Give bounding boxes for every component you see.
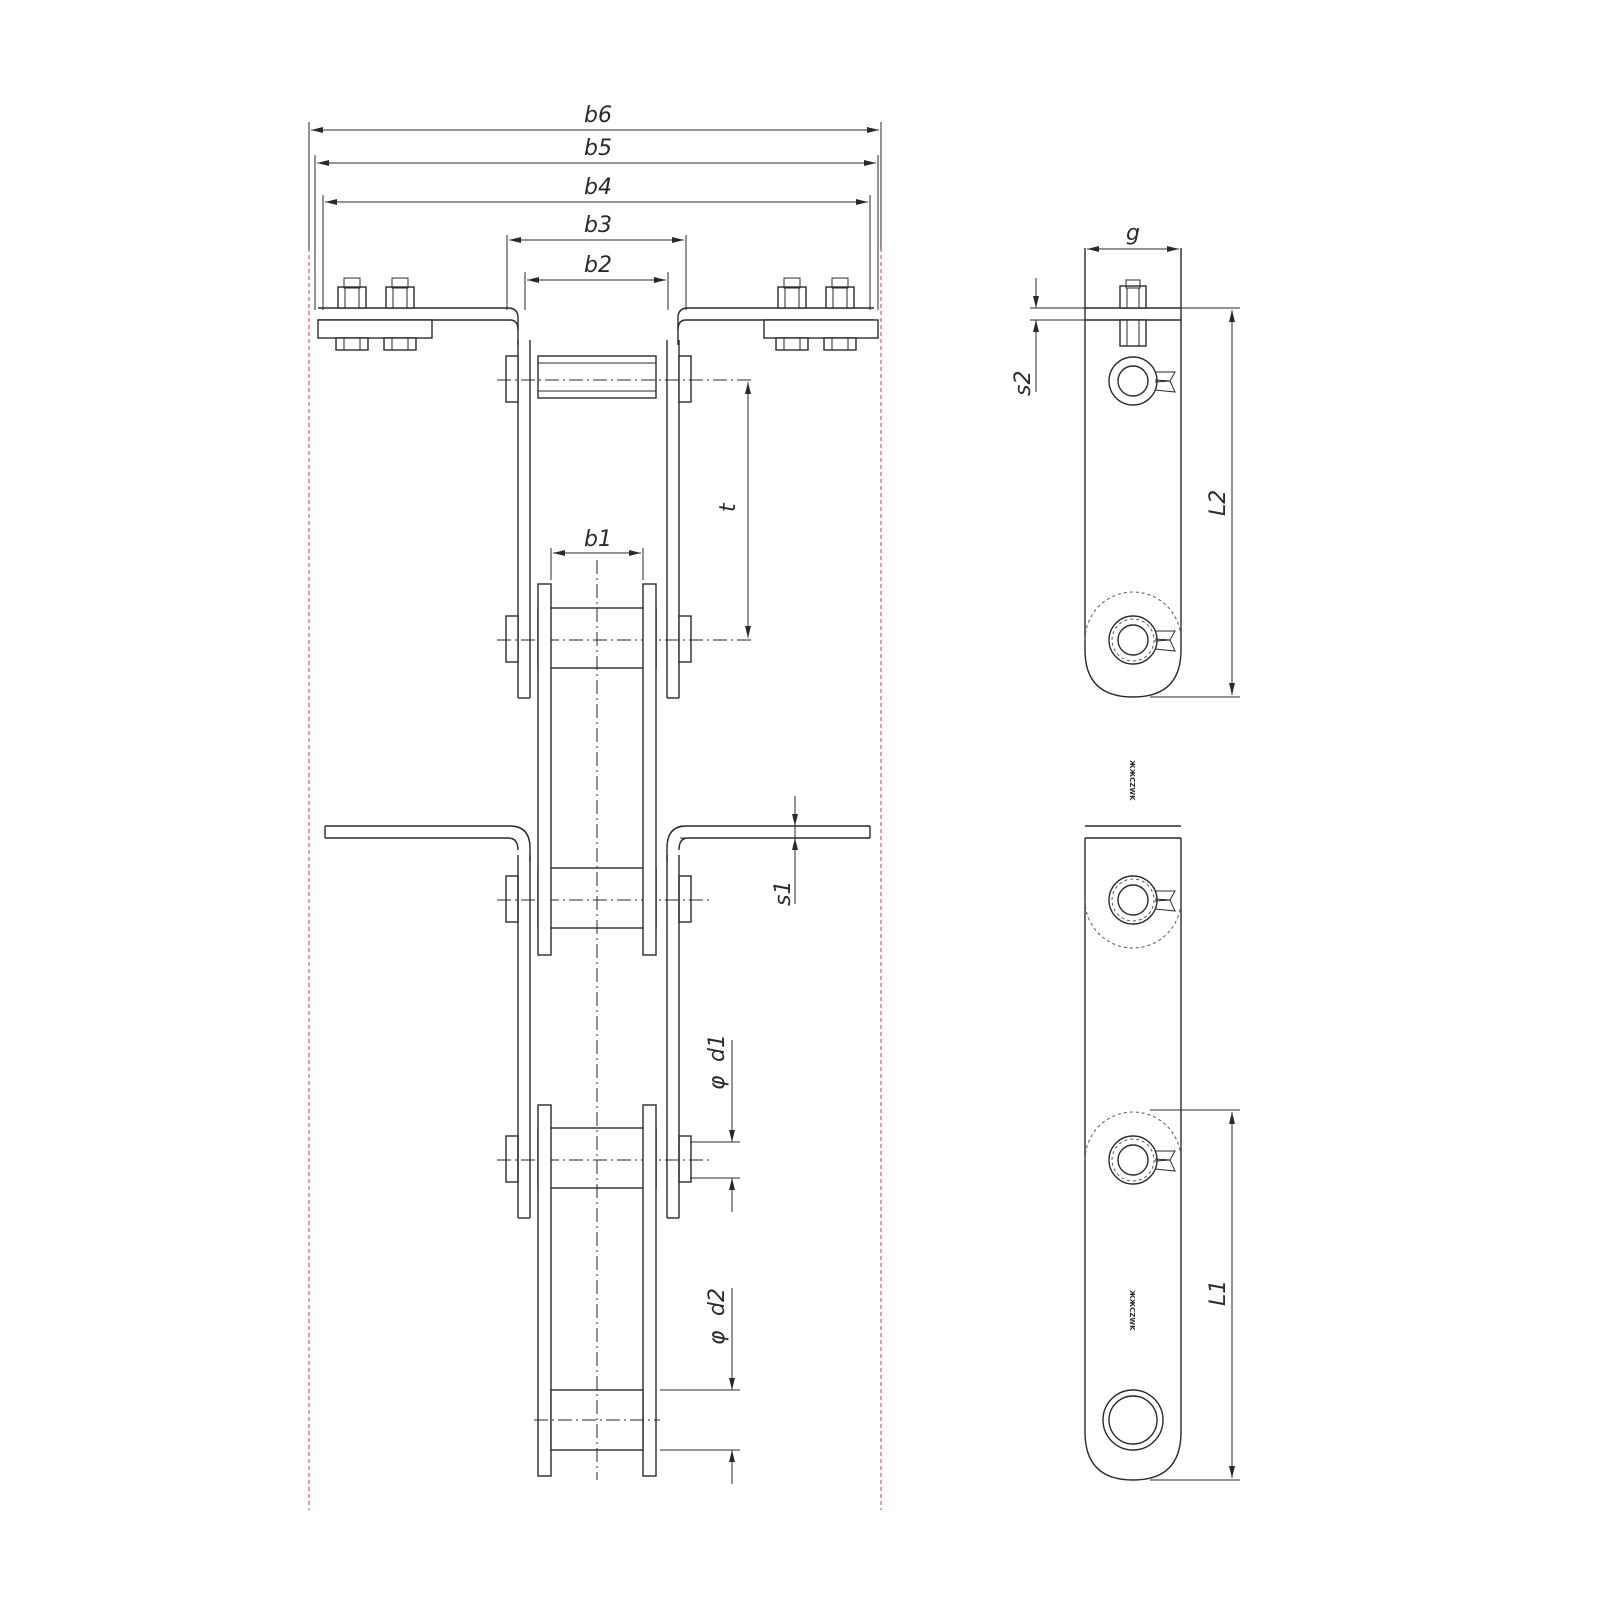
dim-s2-label: s2 bbox=[1011, 371, 1036, 396]
pin-joint-4 bbox=[497, 1127, 710, 1189]
bolt-icon bbox=[1119, 279, 1147, 347]
dim-b6: b6 bbox=[311, 103, 879, 133]
plate-marking: ЖЖCZWK bbox=[1128, 1290, 1136, 1331]
dim-s1: s1 bbox=[680, 796, 800, 906]
dim-s2: s2 bbox=[1011, 278, 1085, 396]
dim-b5-label: b5 bbox=[584, 136, 612, 161]
dim-b4: b4 bbox=[325, 175, 868, 205]
clamp-plate-right bbox=[763, 319, 879, 339]
bolt-icon bbox=[823, 277, 857, 351]
dim-b4-label: b4 bbox=[584, 175, 612, 200]
top-attachment bbox=[317, 277, 879, 351]
plate-marking: ЖЖCZWK bbox=[1128, 760, 1136, 801]
dim-d1-phi: φ bbox=[705, 1075, 730, 1090]
dim-s1-label: s1 bbox=[771, 881, 796, 906]
outer-link-plates-lower bbox=[517, 855, 680, 1219]
dim-L1-label: L1 bbox=[1206, 1280, 1231, 1306]
dim-b2-label: b2 bbox=[584, 253, 612, 278]
dim-d2-phi: φ bbox=[705, 1330, 730, 1345]
dim-d2: φ d2 bbox=[660, 1288, 740, 1484]
bottom-roller-icon bbox=[1102, 1389, 1164, 1451]
dim-t-label: t bbox=[716, 502, 741, 512]
dim-b1-label: b1 bbox=[584, 527, 612, 552]
extension-lines bbox=[308, 122, 882, 310]
pin-with-cotter-icon bbox=[1108, 615, 1176, 665]
dim-L2: L2 bbox=[1150, 307, 1240, 698]
dim-L1: L1 bbox=[1150, 1109, 1240, 1481]
clamp-plate-left bbox=[317, 319, 433, 339]
dim-g-label: g bbox=[1126, 221, 1140, 246]
dim-d1-label: d1 bbox=[705, 1034, 730, 1062]
front-view: b6 b5 b4 b3 b2 bbox=[308, 103, 882, 1510]
pin-with-cotter-icon bbox=[1108, 1135, 1176, 1185]
pin-with-cotter-icon bbox=[1108, 356, 1176, 406]
bolt-icon bbox=[775, 277, 809, 351]
side-view: ЖЖCZWK ЖЖCZWK g s2 L2 L1 bbox=[1011, 221, 1240, 1481]
dim-g: g bbox=[1087, 221, 1179, 252]
pin-with-cotter-icon bbox=[1108, 875, 1176, 925]
dim-d2-label: d2 bbox=[705, 1288, 730, 1316]
dim-b2: b2 bbox=[527, 253, 666, 283]
dim-t: t bbox=[716, 382, 751, 638]
inner-link-plates bbox=[537, 583, 657, 1477]
pin-joint-3 bbox=[497, 867, 710, 929]
dim-b3: b3 bbox=[509, 213, 684, 243]
dim-b5: b5 bbox=[317, 136, 876, 166]
pin-joint-1 bbox=[497, 355, 752, 403]
dim-L2-label: L2 bbox=[1206, 490, 1231, 516]
bolt-icon bbox=[335, 277, 369, 351]
side-plate-upper bbox=[1084, 248, 1182, 698]
bolt-icon bbox=[383, 277, 417, 351]
pin-joint-2 bbox=[497, 607, 752, 669]
dim-d1: φ d1 bbox=[690, 1034, 740, 1212]
side-plate-lower bbox=[1084, 838, 1182, 1481]
dim-b6-label: b6 bbox=[584, 103, 612, 128]
dim-b1: b1 bbox=[550, 527, 644, 580]
dim-b3-label: b3 bbox=[584, 213, 612, 238]
